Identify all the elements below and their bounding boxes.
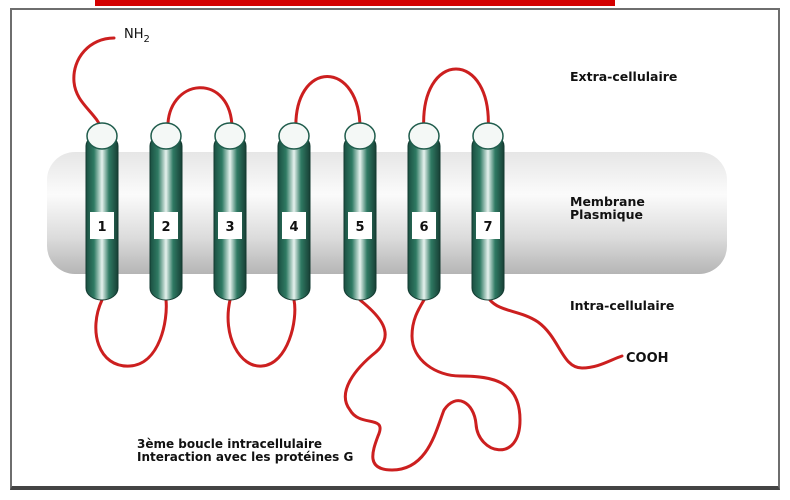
helix-number: 3 <box>225 220 234 235</box>
helix-top-cap <box>409 123 439 149</box>
helix-1: 1 <box>86 123 118 300</box>
helix-top-cap <box>345 123 375 149</box>
helix-top-cap <box>473 123 503 149</box>
helix-number: 7 <box>483 220 492 235</box>
helix-number: 4 <box>289 220 298 235</box>
intracellular-label: Intra-cellulaire <box>570 298 674 313</box>
helix-7: 7 <box>472 123 504 300</box>
extracellular-label: Extra-cellulaire <box>570 69 677 84</box>
helix-top-cap <box>215 123 245 149</box>
helix-number: 5 <box>355 220 364 235</box>
intracellular-loop-2 <box>228 300 295 366</box>
helix-3: 3 <box>214 123 246 300</box>
helix-top-cap <box>279 123 309 149</box>
helix-number: 6 <box>419 220 428 235</box>
n-terminal-tail <box>74 38 114 130</box>
helix-4: 4 <box>278 123 310 300</box>
helix-2: 2 <box>150 123 182 300</box>
helix-top-cap <box>87 123 117 149</box>
helix-number: 2 <box>161 220 170 235</box>
helix-5: 5 <box>344 123 376 300</box>
third-loop-label-line1: 3ème boucle intracellulaire <box>137 437 322 451</box>
cooh-label: COOH <box>626 351 669 366</box>
extracellular-loop-3 <box>424 69 489 132</box>
helix-6: 6 <box>408 123 440 300</box>
nh2-label: NH2 <box>124 27 150 45</box>
extracellular-loop-2 <box>296 77 360 133</box>
intracellular-loop-1 <box>96 300 166 366</box>
intracellular-loop-3 <box>345 300 520 470</box>
helix-number: 1 <box>97 220 106 235</box>
third-loop-label-line2: Interaction avec les protéines G <box>137 450 353 464</box>
helix-top-cap <box>151 123 181 149</box>
membrane-label-line2: Plasmique <box>570 207 643 222</box>
